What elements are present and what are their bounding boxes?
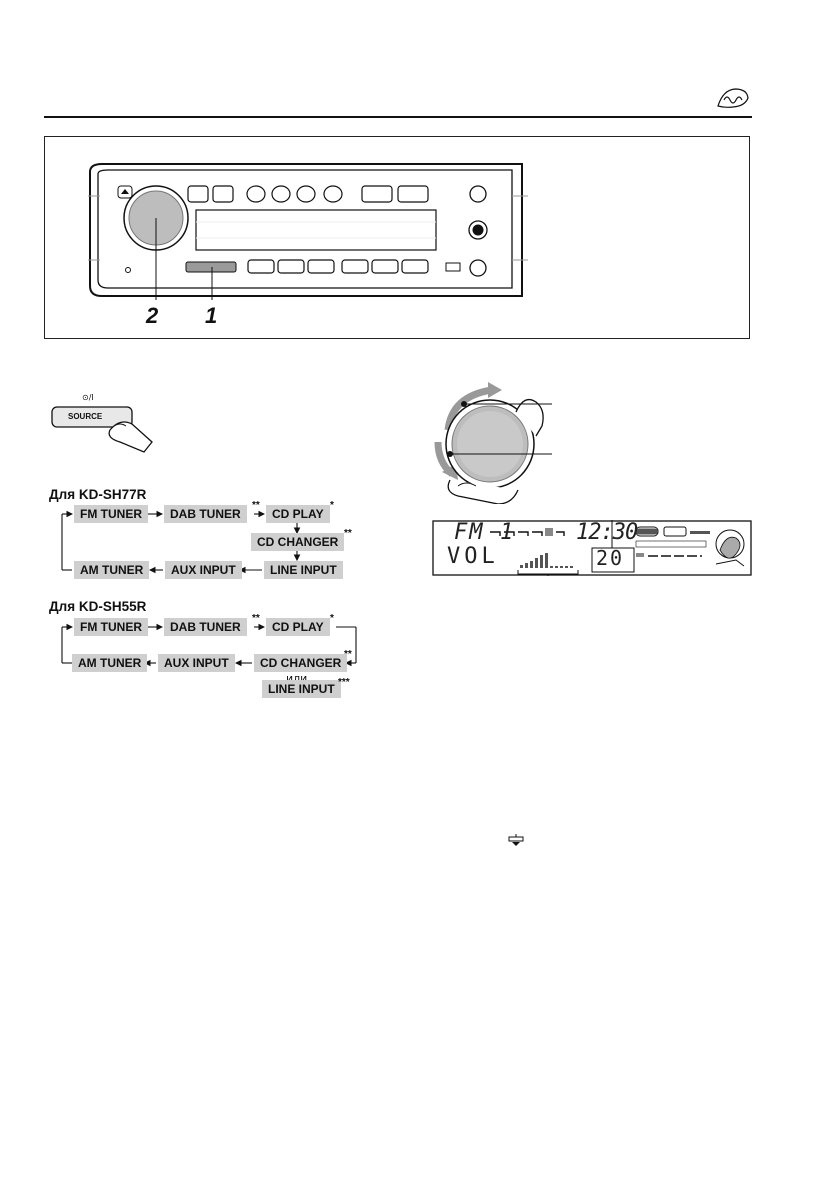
flow-sh55r-mark-changer: ** <box>344 649 352 660</box>
flow-sh77r-dab-tuner: DAB TUNER <box>164 505 247 523</box>
flow-sh55r-aux-input: AUX INPUT <box>158 654 235 672</box>
flow-sh77r-mark-cd: * <box>330 500 334 511</box>
callout-1: 1 <box>205 303 218 328</box>
flow-sh77r-cd-changer: CD CHANGER <box>251 533 345 551</box>
flow-sh77r-am-tuner: AM TUNER <box>74 561 150 579</box>
callout-2: 2 <box>146 303 159 328</box>
flow-sh77r-aux-input: AUX INPUT <box>165 561 242 579</box>
lcd-mode: VOL <box>447 544 499 569</box>
flow-sh55r-line-input: LINE INPUT <box>262 680 341 698</box>
flow-sh55r-cd-play: CD PLAY <box>266 618 330 636</box>
volume-knob-illustration <box>428 382 568 505</box>
flow-sh77r-fm-tuner: FM TUNER <box>74 505 148 523</box>
source-button-illustration <box>48 390 158 470</box>
device-illustration-frame <box>44 136 750 339</box>
car-stereo-faceplate <box>88 160 528 305</box>
header-rule <box>44 116 752 118</box>
power-label: ⊙/I <box>82 393 94 402</box>
source-button[interactable]: SOURCE <box>68 412 103 421</box>
flow-heading-sh55r: Для KD-SH55R <box>49 599 147 614</box>
lcd-band: FM <box>454 520 485 545</box>
flow-sh77r-line-input: LINE INPUT <box>264 561 343 579</box>
flow-sh55r-fm-tuner: FM TUNER <box>74 618 148 636</box>
flow-sh77r-mark-dab: ** <box>252 500 260 511</box>
flow-sh77r-mark-changer: ** <box>344 528 352 539</box>
lcd-preset: 1 <box>500 520 514 545</box>
flow-sh55r-mark-cd: * <box>330 613 334 624</box>
flow-sh77r-cd-play: CD PLAY <box>266 505 330 523</box>
flow-sh55r-mark-line: *** <box>338 677 350 688</box>
flow-sh55r-mark-dab: ** <box>252 613 260 624</box>
flow-sh55r-am-tuner: AM TUNER <box>72 654 148 672</box>
flow-sh55r-cd-changer: CD CHANGER <box>254 654 348 672</box>
lcd-time: 12:30 <box>576 520 638 545</box>
flow-heading-sh77r: Для KD-SH77R <box>49 487 147 502</box>
language-badge-icon <box>715 86 751 110</box>
flow-sh55r-dab-tuner: DAB TUNER <box>164 618 247 636</box>
lcd-display <box>432 498 752 590</box>
scroll-down-icon <box>507 834 525 848</box>
lcd-volume-value: 20 <box>596 546 625 570</box>
